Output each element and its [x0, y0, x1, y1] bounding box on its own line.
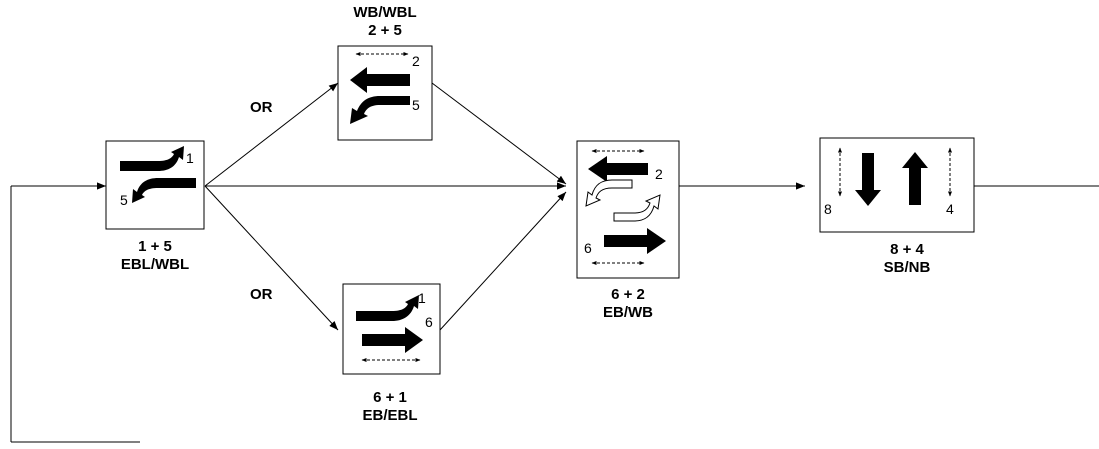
eb-through-arrow-icon [362, 327, 423, 353]
phase-label-1-5: 1 + 5 EBL/WBL [105, 238, 205, 274]
wb-left-turn-arrow-icon [350, 96, 410, 124]
phase-combo: 8 + 4 [890, 241, 924, 258]
phase-direction: SB/NB [883, 259, 931, 276]
phase-label-6-1: 6 + 1 EB/EBL [350, 389, 430, 425]
movement-number: 6 [584, 240, 592, 256]
sb-through-arrow-icon [855, 153, 881, 206]
eb-left-turn-arrow-icon [356, 295, 419, 321]
phase-direction: WB/WBL [353, 4, 417, 21]
arrow-to-phase-6-1 [204, 185, 339, 331]
connectors [10, 82, 1099, 443]
phase-box-6-2: 2 6 [576, 140, 680, 279]
phase-box-2-5: 2 5 [337, 45, 433, 141]
phase-label-8-4: 8 + 4 SB/NB [867, 241, 947, 277]
wb-through-arrow-icon [350, 67, 410, 93]
arrow-phase-2-5-to-6-2 [431, 82, 567, 185]
arrow-phase-6-1-to-6-2 [439, 191, 567, 331]
movement-number: 5 [120, 192, 128, 208]
eb-left-turn-arrow-icon [120, 146, 184, 171]
wb-left-turn-arrow-icon [132, 178, 196, 203]
movement-number: 2 [655, 166, 663, 182]
wb-through-arrow-icon [588, 156, 648, 182]
permissive-eb-left-turn-outline-icon [613, 194, 661, 222]
or-label-top: OR [250, 99, 273, 116]
movement-number: 8 [824, 201, 832, 217]
eb-through-arrow-icon [604, 228, 666, 254]
arrow-to-phase-2-5 [204, 82, 339, 187]
phase-box-6-1: 1 6 [342, 283, 441, 375]
movement-number: 1 [418, 290, 426, 306]
movement-number: 5 [412, 97, 420, 113]
phase-box-8-4: 8 4 [819, 137, 975, 233]
phase-direction: EB/WB [603, 304, 653, 321]
phase-direction: EBL/WBL [120, 256, 190, 273]
phase-direction: EB/EBL [362, 407, 418, 424]
phase-combo: 1 + 5 [138, 238, 172, 255]
movement-number: 2 [412, 53, 420, 69]
or-label-bottom: OR [250, 286, 273, 303]
permissive-wb-left-turn-outline-icon [585, 179, 633, 207]
nb-through-arrow-icon [902, 152, 928, 205]
movement-number: 4 [946, 201, 954, 217]
phase-combo: 2 + 5 [368, 22, 402, 39]
movement-number: 6 [425, 314, 433, 330]
phase-label-2-5: WB/WBL 2 + 5 [345, 4, 425, 40]
phase-label-6-2: 6 + 2 EB/WB [588, 286, 668, 322]
phase-box-1-5: 1 5 [105, 140, 205, 230]
phase-combo: 6 + 1 [373, 389, 407, 406]
phase-combo: 6 + 2 [611, 286, 645, 303]
movement-number: 1 [186, 150, 194, 166]
